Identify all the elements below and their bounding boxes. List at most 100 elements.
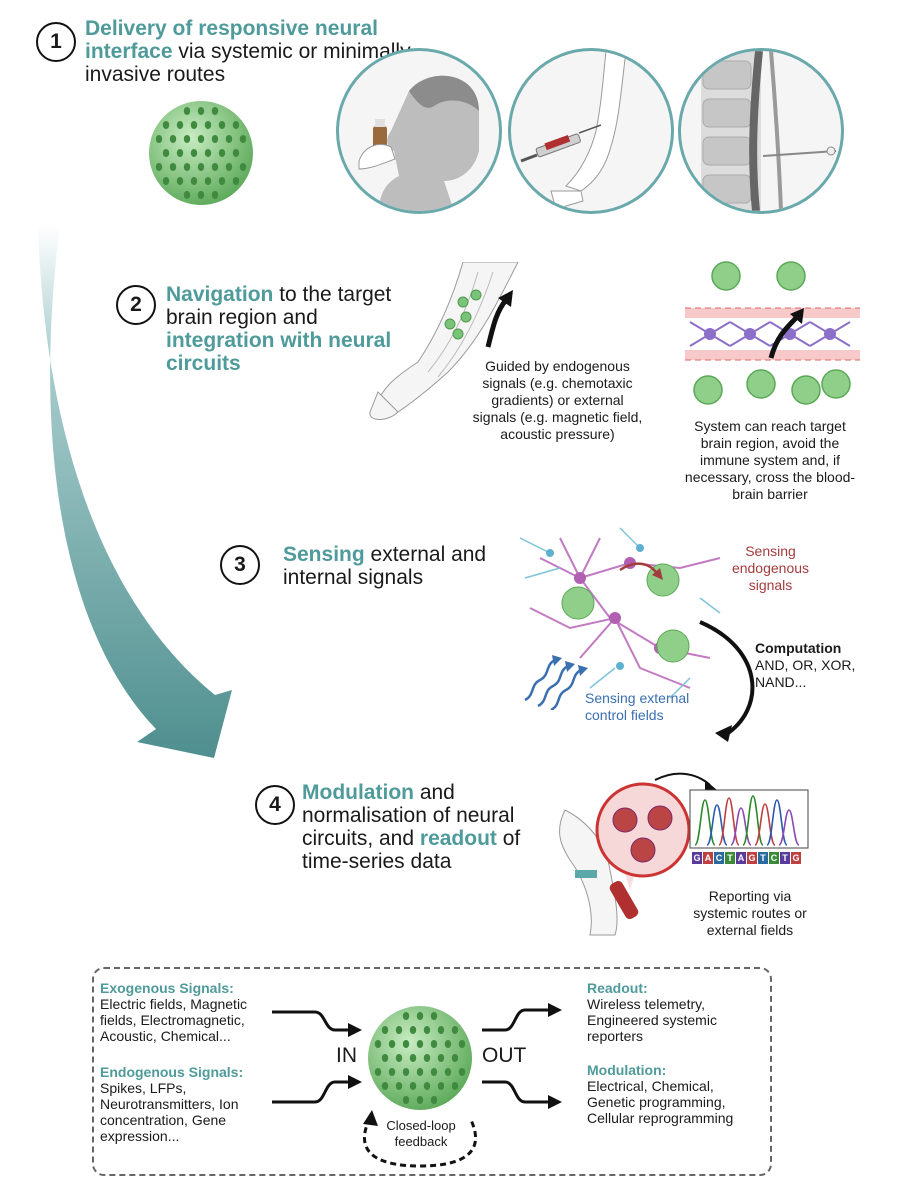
sphere-dot [176,149,184,157]
sphere-dot [409,1082,417,1090]
sphere-dot [423,1082,431,1090]
step-1-number: 1 [36,22,76,62]
sphere-dot [190,177,198,185]
sphere-dot [416,1012,424,1020]
sphere-dot [416,1040,424,1048]
sphere-dot [430,1012,438,1020]
step-2-title: Navigation to the target brain region an… [166,283,416,375]
guided-note: Guided by endogenous signals (e.g. chemo… [472,358,643,442]
sphere-dot [430,1096,438,1104]
sphere-dot [395,1026,403,1034]
computation-arrows [619,562,755,742]
sphere-dot [388,1040,396,1048]
step-2-highlight-2: integration with neural circuits [166,329,392,375]
sphere-dot [176,121,184,129]
readout-title: Readout: [587,980,648,996]
step-2-rest-1: to the target brain region and [166,283,392,329]
sphere-dot [218,149,226,157]
sphere-dot [402,1040,410,1048]
sphere-dot [395,1054,403,1062]
step-1-rest: via systemic or minimally invasive route… [85,40,411,86]
sphere-dot [430,1068,438,1076]
sequence-letter: T [725,852,735,864]
external-field-waves-icon [524,655,588,710]
sequence-letter: C [769,852,779,864]
sequence-letter: G [747,852,757,864]
sphere-dot [197,163,205,171]
step-2-number: 2 [116,285,156,325]
sphere-dot [374,1068,382,1076]
sphere-dot [211,135,219,143]
sphere-dot [232,149,240,157]
step-3-title: Sensing external and internal signals [283,543,503,589]
sphere-dot [197,135,205,143]
bbb-spheres [693,261,851,405]
sphere-dot [225,163,233,171]
neural-interface-sphere [656,629,690,663]
sphere-dot [451,1082,459,1090]
sphere-dot [239,135,247,143]
sphere-dot [211,163,219,171]
step-3-number: 3 [220,545,260,585]
sphere-dot [239,163,247,171]
sphere-dot [437,1026,445,1034]
exogenous-title: Exogenous Signals: [100,980,234,996]
neural-interface-sphere [561,586,595,620]
sphere-dot [218,121,226,129]
modulation-summary: Modulation: Electrical, Chemical, Geneti… [587,1062,762,1126]
sphere-dot [232,121,240,129]
sequence-letter: G [791,852,801,864]
sphere-dot [388,1068,396,1076]
step-4-rest-1: and normalisation of neural circuits, an… [302,781,515,850]
sphere-dot [374,1040,382,1048]
sphere-dot [176,177,184,185]
step-4-title: Modulation and normalisation of neural c… [302,781,552,873]
in-label: IN [336,1044,357,1067]
sphere-dot [218,177,226,185]
endogenous-body: Spikes, LFPs, Neurotransmitters, Ion con… [100,1080,239,1144]
out-label: OUT [482,1044,527,1067]
sphere-dot [162,177,170,185]
sphere-dot [155,163,163,171]
sphere-dot [409,1026,417,1034]
endogenous-title: Endogenous Signals: [100,1064,244,1080]
sphere-dot [402,1068,410,1076]
sphere-dot [169,163,177,171]
sphere-dot [197,107,205,115]
sphere-dot [381,1054,389,1062]
sphere-dot [423,1026,431,1034]
reporting-note: Reporting via systemic routes or externa… [693,888,807,938]
step-3-rest: external and internal signals [283,543,487,589]
sphere-dot [416,1068,424,1076]
sequence-letter: T [780,852,790,864]
sphere-dot [444,1068,452,1076]
feedback-label: Closed-loop feedback [386,1118,456,1149]
sphere-dot [204,149,212,157]
barrier-note: System can reach target brain region, av… [684,418,856,502]
sphere-dot [451,1026,459,1034]
sphere-dot [437,1054,445,1062]
intravenous-route-illustration [508,48,674,214]
sequence-letter: C [714,852,724,864]
readout-body: Wireless telemetry, Engineered systemic … [587,996,717,1044]
step-3-highlight: Sensing [283,543,365,566]
sequence-letter: A [736,852,746,864]
sphere-dot [402,1012,410,1020]
sphere-dot [204,121,212,129]
sphere-dot [169,135,177,143]
sphere-dot [444,1040,452,1048]
step-4-highlight-1: Modulation [302,781,414,804]
sphere-dot [458,1040,466,1048]
step-1-title: Delivery of responsive neural interface … [85,17,415,86]
endogenous-signals: Endogenous Signals: Spikes, LFPs, Neurot… [100,1064,275,1144]
computation-ops: AND, OR, XOR, NAND... [755,657,856,690]
sphere-dot [451,1054,459,1062]
arm-navigation-illustration [369,262,519,420]
sphere-dot [381,1082,389,1090]
sensing-external-label: Sensing external control fields [585,690,690,723]
io-summary-box [92,967,772,1176]
step-4-number: 4 [255,785,295,825]
sphere-dot [197,191,205,199]
sphere-dot [458,1068,466,1076]
